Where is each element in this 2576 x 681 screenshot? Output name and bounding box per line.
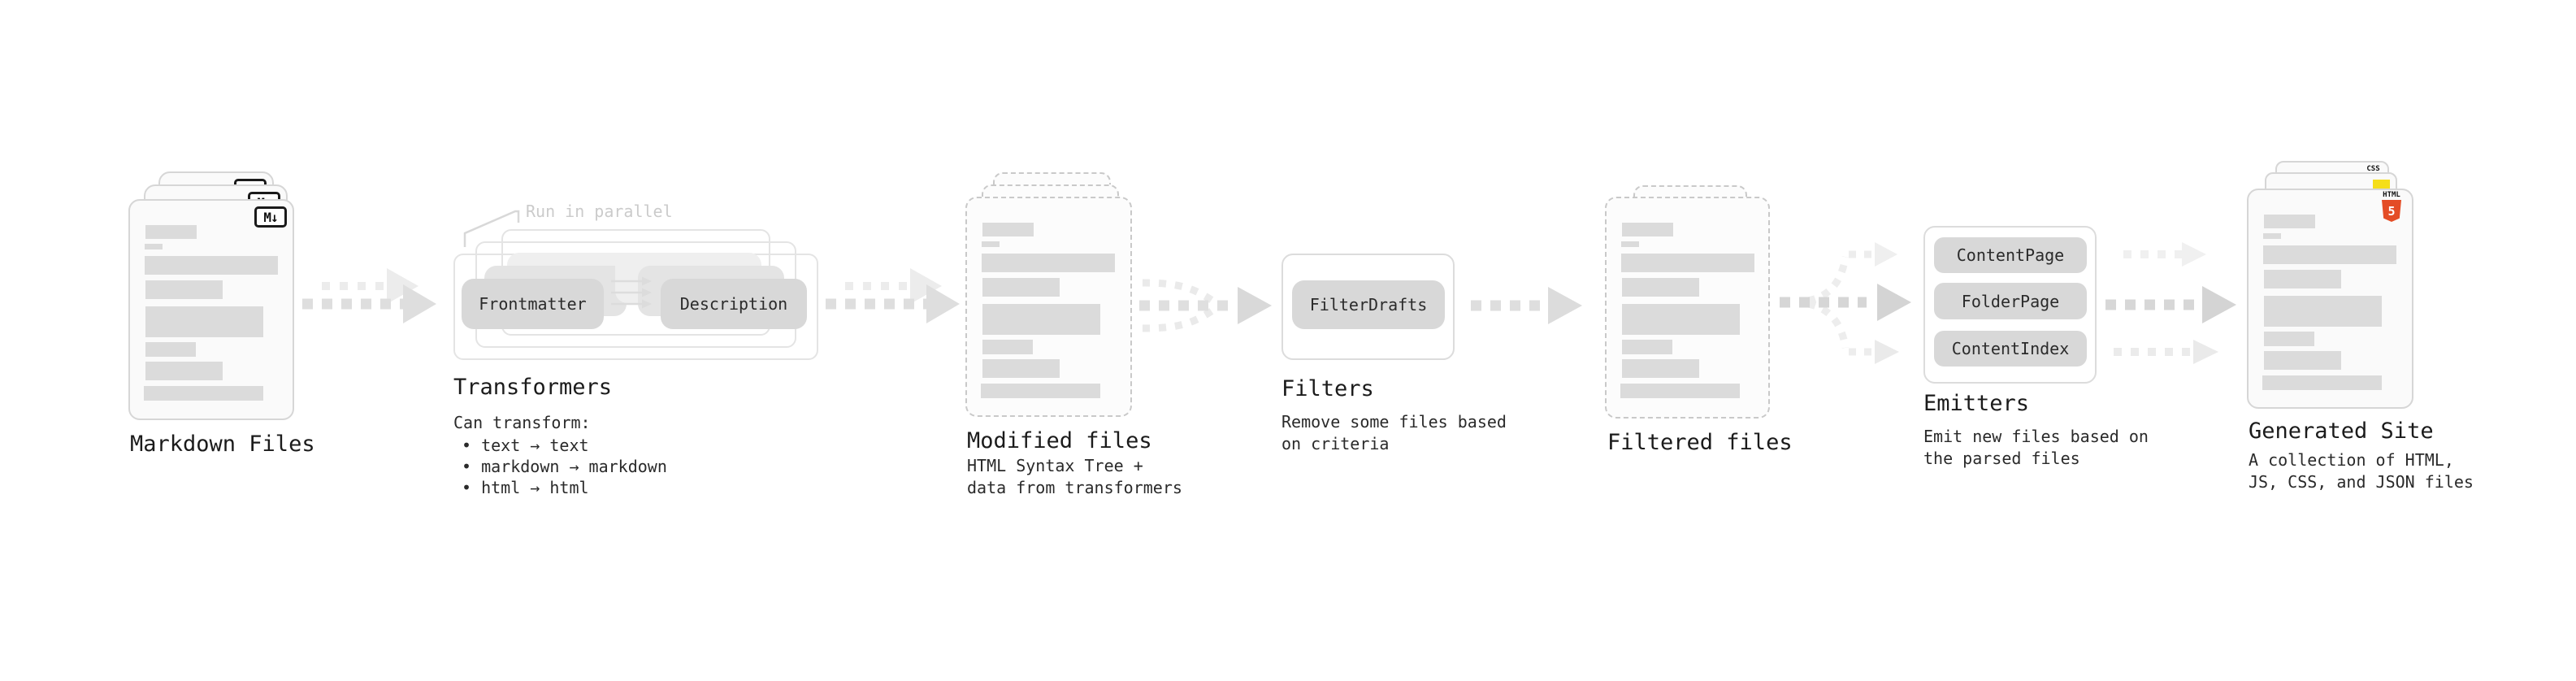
placeholder-bar <box>982 278 1060 297</box>
placeholder-bar <box>982 359 1060 378</box>
arrow-filtered-to-emitters <box>1780 242 1911 364</box>
arrow-markdown-to-transformers <box>302 268 436 323</box>
generated-site-label: Generated Site <box>2249 419 2434 444</box>
transformers-description: Can transform: <box>453 413 591 432</box>
parallel-arrows-icon <box>611 276 652 309</box>
placeholder-bar <box>2264 332 2314 346</box>
folderpage-chip: FolderPage <box>1934 283 2087 319</box>
placeholder-bar <box>982 241 1000 247</box>
contentpage-chip: ContentPage <box>1934 237 2087 273</box>
transformers-bullet: • markdown → markdown <box>462 457 667 476</box>
placeholder-bar <box>1622 340 1672 354</box>
emitters-label: Emitters <box>1923 391 2030 416</box>
arrow-emitters-to-site <box>2105 242 2236 364</box>
placeholder-bar <box>982 304 1100 335</box>
placeholder-bar <box>145 244 163 249</box>
placeholder-bar <box>2264 351 2341 370</box>
markdown-file-card-front: M↓ <box>128 199 294 420</box>
site-file-card-html: HTML 5 <box>2247 189 2413 409</box>
placeholder-bar <box>2262 375 2382 390</box>
placeholder-bar <box>982 254 1115 272</box>
placeholder-bar <box>982 223 1034 236</box>
modified-file-card-front <box>965 197 1132 417</box>
filtered-files-label: Filtered files <box>1607 430 1793 455</box>
placeholder-bar <box>145 362 223 380</box>
emitters-description: Emit new files based on the parsed files <box>1923 427 2149 468</box>
generated-site-description: A collection of HTML, JS, CSS, and JSON … <box>2249 450 2474 492</box>
markdown-icon: M↓ <box>254 206 287 228</box>
markdown-files-label: Markdown Files <box>130 432 315 457</box>
annotation-leader-line <box>463 210 520 247</box>
html5-icon: HTML 5 <box>2381 192 2402 222</box>
filtered-file-card-front <box>1605 197 1770 419</box>
modified-files-description: HTML Syntax Tree + data from transformer… <box>967 456 1182 497</box>
placeholder-bar <box>2263 233 2281 239</box>
arrow-filters-to-filtered <box>1471 287 1582 324</box>
transformers-label: Transformers <box>453 375 613 400</box>
frontmatter-chip: Frontmatter <box>462 279 604 329</box>
placeholder-bar <box>145 256 278 275</box>
placeholder-bar <box>145 342 196 357</box>
placeholder-bar <box>1621 254 1754 272</box>
html5-icon-shield: 5 <box>2382 200 2401 222</box>
description-chip: Description <box>661 279 807 329</box>
placeholder-bar <box>1622 359 1699 378</box>
js-icon <box>2373 180 2390 189</box>
filterdrafts-chip: FilterDrafts <box>1292 280 1445 329</box>
placeholder-bar <box>2263 245 2396 264</box>
placeholder-bar <box>145 306 263 337</box>
placeholder-bar <box>982 340 1033 354</box>
arrow-transformers-to-modified <box>826 268 960 323</box>
placeholder-bar <box>1620 384 1740 398</box>
modified-files-label: Modified files <box>967 428 1152 453</box>
run-in-parallel-annotation: Run in parallel <box>526 202 673 221</box>
placeholder-bar <box>1622 223 1673 236</box>
placeholder-bar <box>144 386 263 401</box>
html5-icon-text: HTML <box>2383 191 2400 199</box>
contentindex-chip: ContentIndex <box>1934 331 2087 367</box>
transformers-bullet: • html → html <box>462 478 589 497</box>
placeholder-bar <box>2264 215 2315 228</box>
transformers-bullet: • text → text <box>462 436 589 455</box>
filters-description: Remove some files based on criteria <box>1281 412 1507 453</box>
arrow-modified-to-filters <box>1139 279 1272 332</box>
placeholder-bar <box>1622 278 1699 297</box>
placeholder-bar <box>981 384 1100 398</box>
css-icon-text: CSS <box>2366 165 2380 173</box>
placeholder-bar <box>145 280 223 299</box>
placeholder-bar <box>2264 270 2341 288</box>
placeholder-bar <box>1622 304 1740 335</box>
placeholder-bar <box>145 225 197 239</box>
placeholder-bar <box>1621 241 1639 247</box>
filters-label: Filters <box>1281 376 1374 401</box>
placeholder-bar <box>2264 296 2382 327</box>
